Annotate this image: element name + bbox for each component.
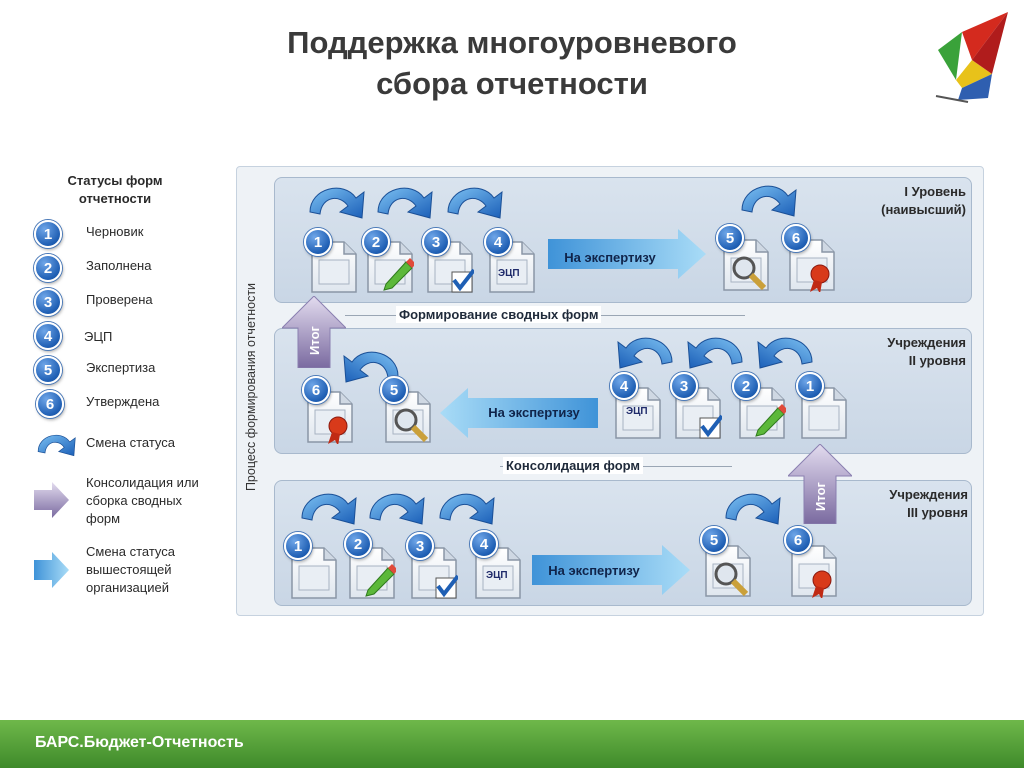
document-approved-icon (789, 239, 835, 292)
legend-change-status: Смена статуса (86, 435, 176, 450)
status-badge: 6 (782, 224, 810, 252)
status-badge: 1 (34, 220, 62, 248)
status-badge: 2 (362, 228, 390, 256)
status-change-icon (447, 187, 503, 219)
forming-label: Формирование сводных форм (396, 306, 602, 323)
document-expertise-icon (723, 239, 769, 291)
expertise-arrow-l1-icon (548, 229, 706, 279)
status-badge: 1 (284, 532, 312, 560)
status-badge: 4 (610, 372, 638, 400)
status-change-icon (37, 434, 76, 457)
document-checked-icon (427, 241, 474, 293)
status-badge: 2 (34, 254, 62, 282)
document-filled-icon (349, 547, 396, 599)
status-change-icon (725, 493, 781, 525)
footer-product-name: БАРС.Бюджет-Отчетность (35, 734, 244, 751)
expertise-arrow-l2-icon (440, 388, 598, 438)
status-badge: 3 (34, 288, 62, 316)
consolidation-arrow-icon (34, 482, 69, 518)
status-change-icon (301, 493, 357, 525)
status-badge: 4 (484, 228, 512, 256)
status-change-icon (687, 337, 743, 369)
status-badge: 5 (380, 376, 408, 404)
status-change-icon (309, 187, 365, 219)
status-change-icon (369, 493, 425, 525)
expertise-label-l2: На экспертизу (488, 405, 580, 420)
legend-consolidation: Консолидация или сборка сводных форм (86, 475, 199, 526)
status-badge: 6 (36, 390, 64, 418)
page-title: Поддержка многоуровневого сбора отчетнос… (180, 22, 844, 104)
status-badge: 3 (406, 532, 434, 560)
document-filled-icon (367, 241, 414, 293)
status-badge: 1 (304, 228, 332, 256)
footer-bar: БАРС.Бюджет-Отчетность (0, 720, 1024, 768)
itog-label: Итог (812, 481, 828, 511)
document-checked-icon (411, 547, 458, 599)
ecp-label: ЭЦП (486, 570, 508, 581)
status-badge: 6 (302, 376, 330, 404)
status-badge: 5 (700, 526, 728, 554)
status-change-icon (377, 187, 433, 219)
status-badge: 4 (34, 322, 62, 350)
ecp-label: ЭЦП (626, 406, 648, 417)
status-badge: 3 (670, 372, 698, 400)
ecp-label: ЭЦП (498, 268, 520, 279)
expertise-label-l3: На экспертизу (548, 563, 640, 578)
status-badge: 5 (716, 224, 744, 252)
status-badge: 6 (784, 526, 812, 554)
process-vertical-label: Процесс формирования отчетности (244, 282, 258, 492)
legend-title: Статусы форм отчетности (67, 173, 163, 206)
status-badge: 1 (796, 372, 824, 400)
document-filled-icon (739, 387, 786, 439)
status-change-icon (617, 337, 673, 369)
itog-arrow-left-icon (282, 296, 346, 368)
status-change-icon (741, 185, 797, 217)
status-change-icon (757, 337, 813, 369)
status-change-icon (439, 493, 495, 525)
status-badge: 4 (470, 530, 498, 558)
bars-logo-icon (935, 12, 1008, 103)
title-line-1: Поддержка многоуровневого (287, 25, 737, 60)
status-badge: 5 (34, 356, 62, 384)
status-badge: 2 (732, 372, 760, 400)
expertise-label-l1: На экспертизу (564, 250, 656, 265)
level-1-title: I Уровень(наивысший) (881, 184, 966, 217)
upper-change-arrow-icon (34, 552, 69, 588)
document-approved-icon (307, 391, 353, 444)
itog-label: Итог (306, 325, 322, 355)
legend-upper-change: Смена статуса вышестоящей организацией (86, 544, 176, 595)
status-badge: 3 (422, 228, 450, 256)
itog-arrow-right-icon (788, 444, 852, 524)
title-line-2: сбора отчетности (376, 66, 648, 101)
document-checked-icon (675, 387, 722, 439)
document-expertise-icon (385, 391, 431, 443)
status-badge: 2 (344, 530, 372, 558)
consolidation-label: Консолидация форм (503, 457, 644, 474)
document-expertise-icon (705, 545, 751, 597)
expertise-arrow-l3-icon (532, 545, 690, 595)
document-approved-icon (791, 545, 837, 598)
